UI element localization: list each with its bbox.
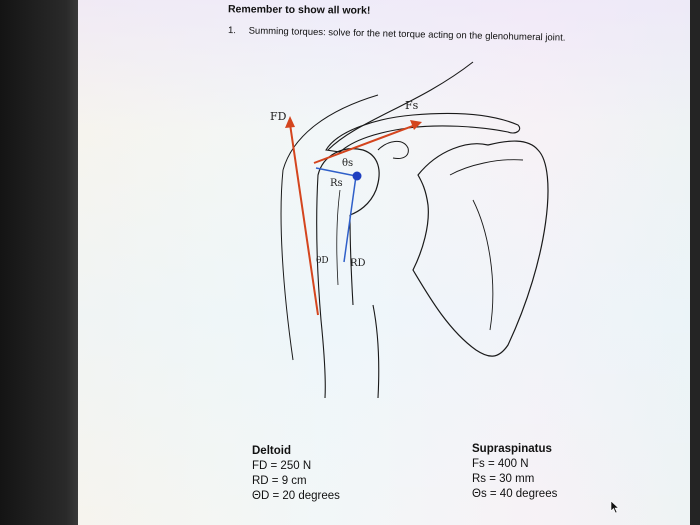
deltoid-title: Deltoid xyxy=(252,445,291,457)
clavicle-outline xyxy=(327,61,474,151)
screen-bezel-right xyxy=(690,0,700,525)
fs-label: Fs xyxy=(405,99,419,112)
scapula-spine-line xyxy=(449,159,524,176)
fd-label: FD xyxy=(270,110,287,123)
acromion-outline xyxy=(325,112,521,153)
humerus-inner-line xyxy=(336,189,341,286)
arm-outline-side xyxy=(280,169,294,361)
fs-arrowhead xyxy=(410,120,422,130)
supraspinatus-radius: Rs = 30 mm xyxy=(472,473,535,485)
rs-moment-arm xyxy=(315,167,357,177)
scapula-fossa-line xyxy=(472,199,494,331)
rd-moment-arm xyxy=(343,175,357,263)
rs-label: Rs xyxy=(330,178,343,189)
mouse-pointer-icon xyxy=(610,500,620,514)
fs-force-line xyxy=(313,123,419,164)
humerus-outline-left xyxy=(316,174,326,399)
fd-arrowhead xyxy=(285,116,295,128)
coracoid-outline xyxy=(377,141,409,159)
joint-center-dot xyxy=(352,171,362,181)
arm-outline xyxy=(282,94,379,171)
scapula-outline xyxy=(412,140,549,357)
rd-label: RD xyxy=(350,258,366,269)
supraspinatus-force: Fs = 400 N xyxy=(472,458,529,470)
shoulder-diagram xyxy=(280,61,549,399)
supraspinatus-values: Supraspinatus Fs = 400 N Rs = 30 mm Θs =… xyxy=(472,442,557,502)
humeral-head-outline xyxy=(317,148,380,216)
worksheet-page: Remember to show all work! 1. Summing to… xyxy=(78,0,690,525)
humerus-outline-lower xyxy=(372,304,380,399)
deltoid-angle: ΘD = 20 degrees xyxy=(252,490,340,502)
supraspinatus-title: Supraspinatus xyxy=(472,443,552,455)
theta-s-label: θs xyxy=(342,158,354,169)
deltoid-radius: RD = 9 cm xyxy=(252,475,307,487)
supraspinatus-angle: Θs = 40 degrees xyxy=(472,488,558,500)
deltoid-force: FD = 250 N xyxy=(252,460,312,472)
theta-d-label: θD xyxy=(316,256,329,266)
fd-force-line xyxy=(289,123,319,316)
screen-bezel-left xyxy=(0,0,78,525)
deltoid-values: Deltoid FD = 250 N RD = 9 cm ΘD = 20 deg… xyxy=(252,444,340,504)
